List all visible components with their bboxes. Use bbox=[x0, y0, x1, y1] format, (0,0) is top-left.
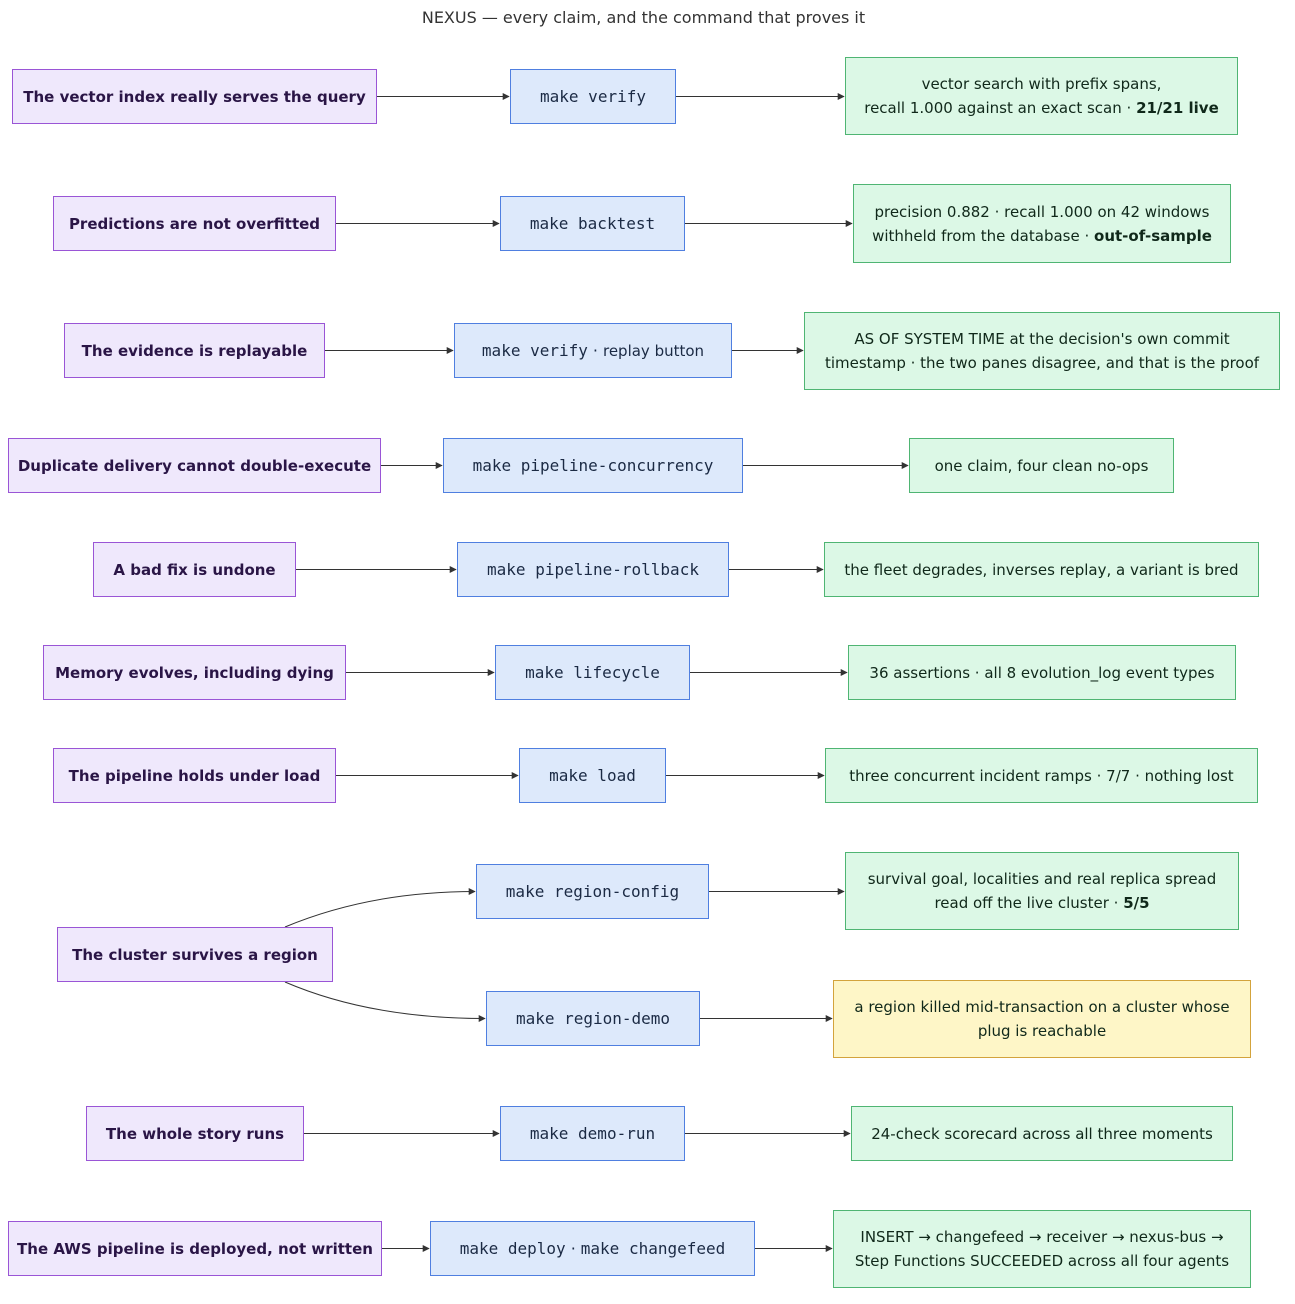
proof-node: 36 assertions · all 8 evolution_log even… bbox=[848, 645, 1236, 700]
command-node: make load bbox=[519, 748, 666, 803]
proof-text: INSERT → changefeed → receiver → nexus-b… bbox=[860, 1228, 1224, 1246]
command-node: make verify bbox=[510, 69, 676, 124]
proof-line: vector search with prefix spans, bbox=[922, 72, 1162, 96]
proof-highlight: 21/21 live bbox=[1136, 99, 1219, 117]
proof-text: survival goal, localities and real repli… bbox=[867, 870, 1217, 888]
proof-node: 24-check scorecard across all three mome… bbox=[851, 1106, 1233, 1161]
proof-line: withheld from the database · out-of-samp… bbox=[872, 224, 1212, 248]
proof-node: survival goal, localities and real repli… bbox=[845, 852, 1239, 930]
command-text: make region-config bbox=[505, 882, 680, 901]
command-node: make lifecycle bbox=[495, 645, 690, 700]
proof-line: recall 1.000 against an exact scan · 21/… bbox=[864, 96, 1219, 120]
command-node: make deploy·make changefeed bbox=[430, 1221, 755, 1276]
proof-text: one claim, four clean no-ops bbox=[934, 456, 1149, 475]
command-node: make pipeline-concurrency bbox=[443, 438, 743, 493]
proof-text: AS OF SYSTEM TIME at the decision's own … bbox=[854, 330, 1230, 348]
proof-line: plug is reachable bbox=[978, 1019, 1106, 1043]
claim-node: A bad fix is undone bbox=[93, 542, 296, 597]
edge-arrow bbox=[284, 981, 486, 1022]
command-text: make region-demo bbox=[515, 1009, 671, 1028]
command-text: make verify bbox=[540, 87, 646, 106]
command-text: make verify bbox=[481, 341, 588, 360]
command-node: make region-config bbox=[476, 864, 709, 919]
proof-text: a region killed mid-transaction on a clu… bbox=[854, 998, 1230, 1016]
proof-node-warning: a region killed mid-transaction on a clu… bbox=[833, 980, 1251, 1058]
proof-line: AS OF SYSTEM TIME at the decision's own … bbox=[854, 327, 1229, 351]
proof-text: three concurrent incident ramps · 7/7 · … bbox=[849, 766, 1234, 785]
command-text: make pipeline-rollback bbox=[487, 560, 699, 579]
claim-node: Duplicate delivery cannot double-execute bbox=[8, 438, 381, 493]
claim-node: Predictions are not overfitted bbox=[53, 196, 336, 251]
proof-node: AS OF SYSTEM TIME at the decision's own … bbox=[804, 312, 1280, 390]
proof-node: the fleet degrades, inverses replay, a v… bbox=[824, 542, 1259, 597]
proof-line: 36 assertions · all 8 evolution_log even… bbox=[869, 661, 1214, 685]
proof-line: one claim, four clean no-ops bbox=[935, 454, 1149, 478]
proof-text: Step Functions SUCCEEDED across all four… bbox=[854, 1252, 1230, 1270]
proof-highlight: 5/5 bbox=[1123, 894, 1150, 912]
claim-node: The vector index really serves the query bbox=[12, 69, 377, 124]
proof-line: the fleet degrades, inverses replay, a v… bbox=[844, 558, 1238, 582]
proof-text: recall 1.000 against an exact scan · bbox=[864, 99, 1137, 117]
proof-node: INSERT → changefeed → receiver → nexus-b… bbox=[833, 1210, 1251, 1288]
edge-arrow bbox=[284, 888, 476, 928]
proof-text: vector search with prefix spans, bbox=[921, 75, 1162, 93]
proof-text: the fleet degrades, inverses replay, a v… bbox=[844, 560, 1239, 579]
proof-node: precision 0.882 · recall 1.000 on 42 win… bbox=[853, 184, 1231, 263]
command-text: make demo-run bbox=[529, 1124, 656, 1143]
separator-dot: · bbox=[570, 1239, 576, 1258]
separator-dot: · bbox=[592, 341, 598, 360]
command-node: make verify·replay button bbox=[454, 323, 732, 378]
command-text: make load bbox=[549, 766, 636, 785]
proof-node: vector search with prefix spans, recall 1… bbox=[845, 57, 1238, 135]
claim-node: The cluster survives a region bbox=[57, 927, 333, 982]
proof-line: timestamp · the two panes disagree, and … bbox=[825, 351, 1259, 375]
proof-text: withheld from the database · bbox=[872, 226, 1095, 245]
command-text: make deploy bbox=[459, 1239, 566, 1258]
command-text: make changefeed bbox=[580, 1239, 726, 1258]
proof-line: a region killed mid-transaction on a clu… bbox=[854, 995, 1229, 1019]
proof-line: precision 0.882 · recall 1.000 on 42 win… bbox=[874, 200, 1209, 224]
command-text: make backtest bbox=[529, 214, 656, 233]
proof-line: 24-check scorecard across all three mome… bbox=[871, 1122, 1213, 1146]
claim-node: The AWS pipeline is deployed, not writte… bbox=[8, 1221, 382, 1276]
command-node: make pipeline-rollback bbox=[457, 542, 729, 597]
proof-text: precision 0.882 · recall 1.000 on 42 win… bbox=[874, 202, 1210, 221]
command-node: make backtest bbox=[500, 196, 685, 251]
proof-line: Step Functions SUCCEEDED across all four… bbox=[855, 1249, 1229, 1273]
command-node: make demo-run bbox=[500, 1106, 685, 1161]
claim-node: The pipeline holds under load bbox=[53, 748, 336, 803]
command-text: make lifecycle bbox=[525, 663, 660, 682]
command-text: make pipeline-concurrency bbox=[472, 456, 714, 475]
proof-line: three concurrent incident ramps · 7/7 · … bbox=[849, 764, 1233, 788]
command-extra-text: replay button bbox=[602, 341, 705, 360]
proof-text: 24-check scorecard across all three mome… bbox=[871, 1124, 1213, 1143]
proof-text: timestamp · the two panes disagree, and … bbox=[824, 354, 1260, 372]
proof-text: plug is reachable bbox=[977, 1022, 1107, 1040]
claim-node: The evidence is replayable bbox=[64, 323, 325, 378]
proof-text: 36 assertions · all 8 evolution_log even… bbox=[869, 663, 1215, 682]
proof-line: survival goal, localities and real repli… bbox=[868, 867, 1217, 891]
proof-text: read off the live cluster · bbox=[934, 894, 1124, 912]
proof-line: INSERT → changefeed → receiver → nexus-b… bbox=[860, 1225, 1223, 1249]
proof-line: read off the live cluster · 5/5 bbox=[934, 891, 1149, 915]
claim-node: Memory evolves, including dying bbox=[43, 645, 346, 700]
proof-node: three concurrent incident ramps · 7/7 · … bbox=[825, 748, 1258, 803]
proof-node: one claim, four clean no-ops bbox=[909, 438, 1174, 493]
command-node: make region-demo bbox=[486, 991, 700, 1046]
claim-node: The whole story runs bbox=[86, 1106, 304, 1161]
proof-highlight: out-of-sample bbox=[1094, 226, 1212, 245]
diagram-title: NEXUS — every claim, and the command tha… bbox=[421, 8, 866, 27]
